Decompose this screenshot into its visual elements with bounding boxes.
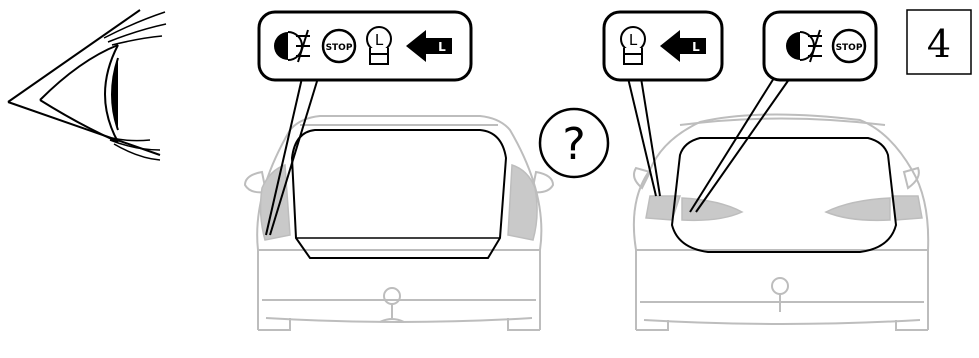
reversing-light-bulb-icon: L xyxy=(366,26,392,65)
eye-icon xyxy=(7,9,167,161)
rear-fog-light-icon xyxy=(274,29,310,63)
page-number-box xyxy=(906,9,972,75)
callout-left: STOP L L xyxy=(257,10,473,236)
stop-label: STOP xyxy=(836,43,863,53)
sedan-car-rear xyxy=(632,113,930,331)
rear-fog-light-icon xyxy=(786,29,822,63)
bulb-label: L xyxy=(629,31,638,49)
right-car-lamp-right-inner xyxy=(824,197,891,222)
stop-light-icon: STOP xyxy=(321,28,357,64)
arrow-label: L xyxy=(438,40,446,54)
left-car-lamp-left xyxy=(259,163,291,241)
bulb-label: L xyxy=(375,31,384,49)
stop-light-icon: STOP xyxy=(831,28,867,64)
page-number: 4 xyxy=(927,22,951,66)
left-car-tail-lamps xyxy=(259,163,538,241)
hatchback-car-rear xyxy=(243,115,555,331)
reversing-light-bulb-icon: L xyxy=(620,26,646,65)
arrow-label: L xyxy=(692,40,700,54)
right-car-lamp-right-outer xyxy=(891,195,923,221)
left-car-tailgate xyxy=(290,129,508,259)
question-mark: ? xyxy=(562,119,585,170)
stop-label: STOP xyxy=(326,43,353,53)
direction-indicator-arrow-icon: L xyxy=(406,30,452,62)
callout-middle: L L xyxy=(602,10,724,197)
right-car-tail-lamps xyxy=(645,195,923,222)
left-car-lamp-right xyxy=(507,163,538,241)
right-car-boot-lid xyxy=(670,137,898,253)
callout-right: STOP xyxy=(689,10,878,213)
direction-indicator-arrow-icon: L xyxy=(660,30,706,62)
question-circle xyxy=(538,107,610,179)
